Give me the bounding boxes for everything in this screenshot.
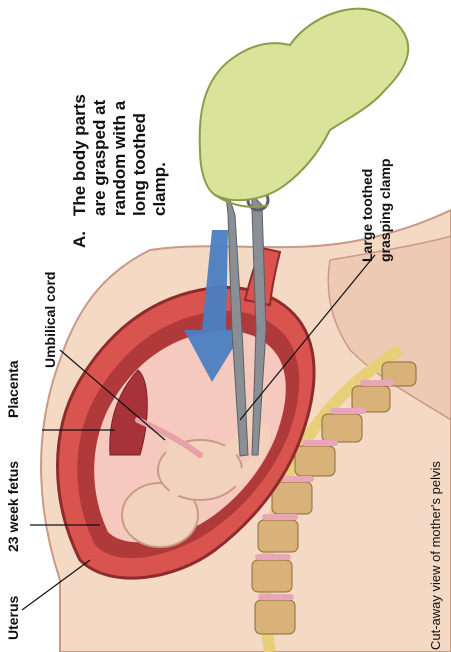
caption-line-5: clamp. — [150, 162, 169, 216]
label-uterus: Uterus — [5, 595, 21, 640]
label-clamp-line-2: grasping clamp — [377, 159, 393, 262]
caption-line-2: are grasped at — [90, 99, 109, 216]
label-clamp-line-1: Large toothed — [359, 169, 375, 262]
caption-line-1: The body parts — [70, 94, 89, 216]
label-placenta: Placenta — [5, 360, 21, 418]
caption-line-3: random with a — [110, 100, 129, 216]
fetus-arm — [170, 440, 175, 492]
label-fetus: 23 week fetus — [5, 461, 21, 552]
label-umbilical-cord: Umbilical cord — [42, 272, 58, 368]
caption: A. The body parts are grasped at random … — [70, 94, 169, 248]
caption-line-4: long toothed — [130, 113, 149, 216]
caption-letter: A. — [70, 231, 89, 248]
label-pelvis: Cut-away view of mother's pelvis — [428, 461, 443, 650]
